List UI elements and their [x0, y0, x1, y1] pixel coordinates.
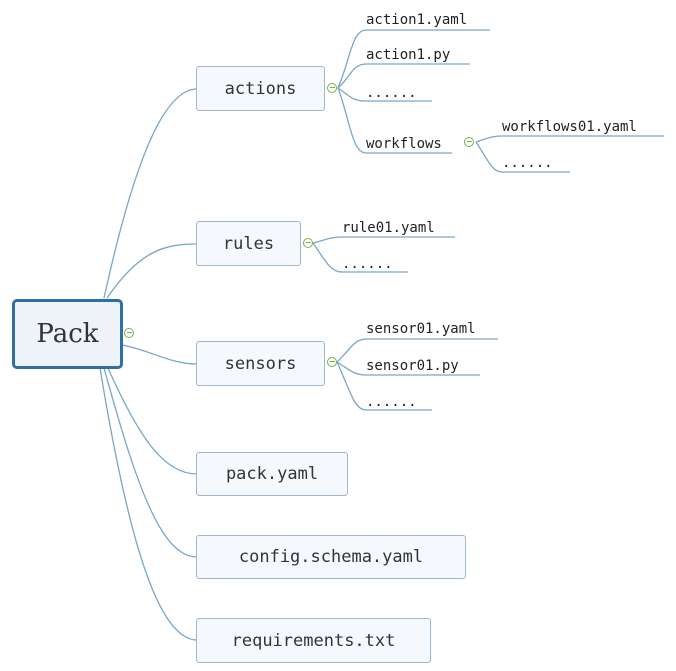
collapse-toggle-icon[interactable] [303, 238, 313, 248]
leaf-node[interactable]: rule01.yaml [342, 220, 435, 236]
branch-label: requirements.txt [231, 630, 396, 651]
branch-label: actions [224, 78, 297, 99]
leaf-node[interactable]: sensor01.py [366, 358, 459, 374]
leaf-node[interactable]: ...... [342, 256, 393, 272]
leaf-node[interactable]: action1.py [366, 47, 451, 63]
branch-node-rules[interactable]: rules [196, 221, 301, 266]
leaf-node-workflows[interactable]: workflows [366, 136, 442, 152]
collapse-toggle-icon[interactable] [464, 137, 474, 147]
root-node-label: Pack [36, 319, 99, 349]
branch-label: sensors [224, 353, 297, 374]
branch-node-requirements-txt[interactable]: requirements.txt [196, 618, 431, 663]
branch-node-config-schema-yaml[interactable]: config.schema.yaml [196, 535, 466, 579]
leaf-node[interactable]: action1.yaml [366, 12, 468, 28]
branch-node-actions[interactable]: actions [196, 66, 325, 111]
leaf-node[interactable]: sensor01.yaml [366, 321, 476, 337]
branch-node-sensors[interactable]: sensors [196, 341, 325, 386]
leaf-node[interactable]: ...... [502, 155, 553, 171]
branch-label: config.schema.yaml [238, 547, 424, 567]
branch-label: pack.yaml [225, 464, 319, 484]
branch-node-pack-yaml[interactable]: pack.yaml [196, 452, 348, 496]
branch-label: rules [222, 233, 275, 254]
collapse-toggle-icon[interactable] [327, 357, 337, 367]
collapse-toggle-icon[interactable] [124, 328, 134, 338]
leaf-node[interactable]: ...... [366, 394, 417, 410]
root-node-pack[interactable]: Pack [12, 299, 123, 369]
leaf-node[interactable]: ...... [366, 85, 417, 101]
leaf-node[interactable]: workflows01.yaml [502, 119, 637, 135]
collapse-toggle-icon[interactable] [327, 83, 337, 93]
